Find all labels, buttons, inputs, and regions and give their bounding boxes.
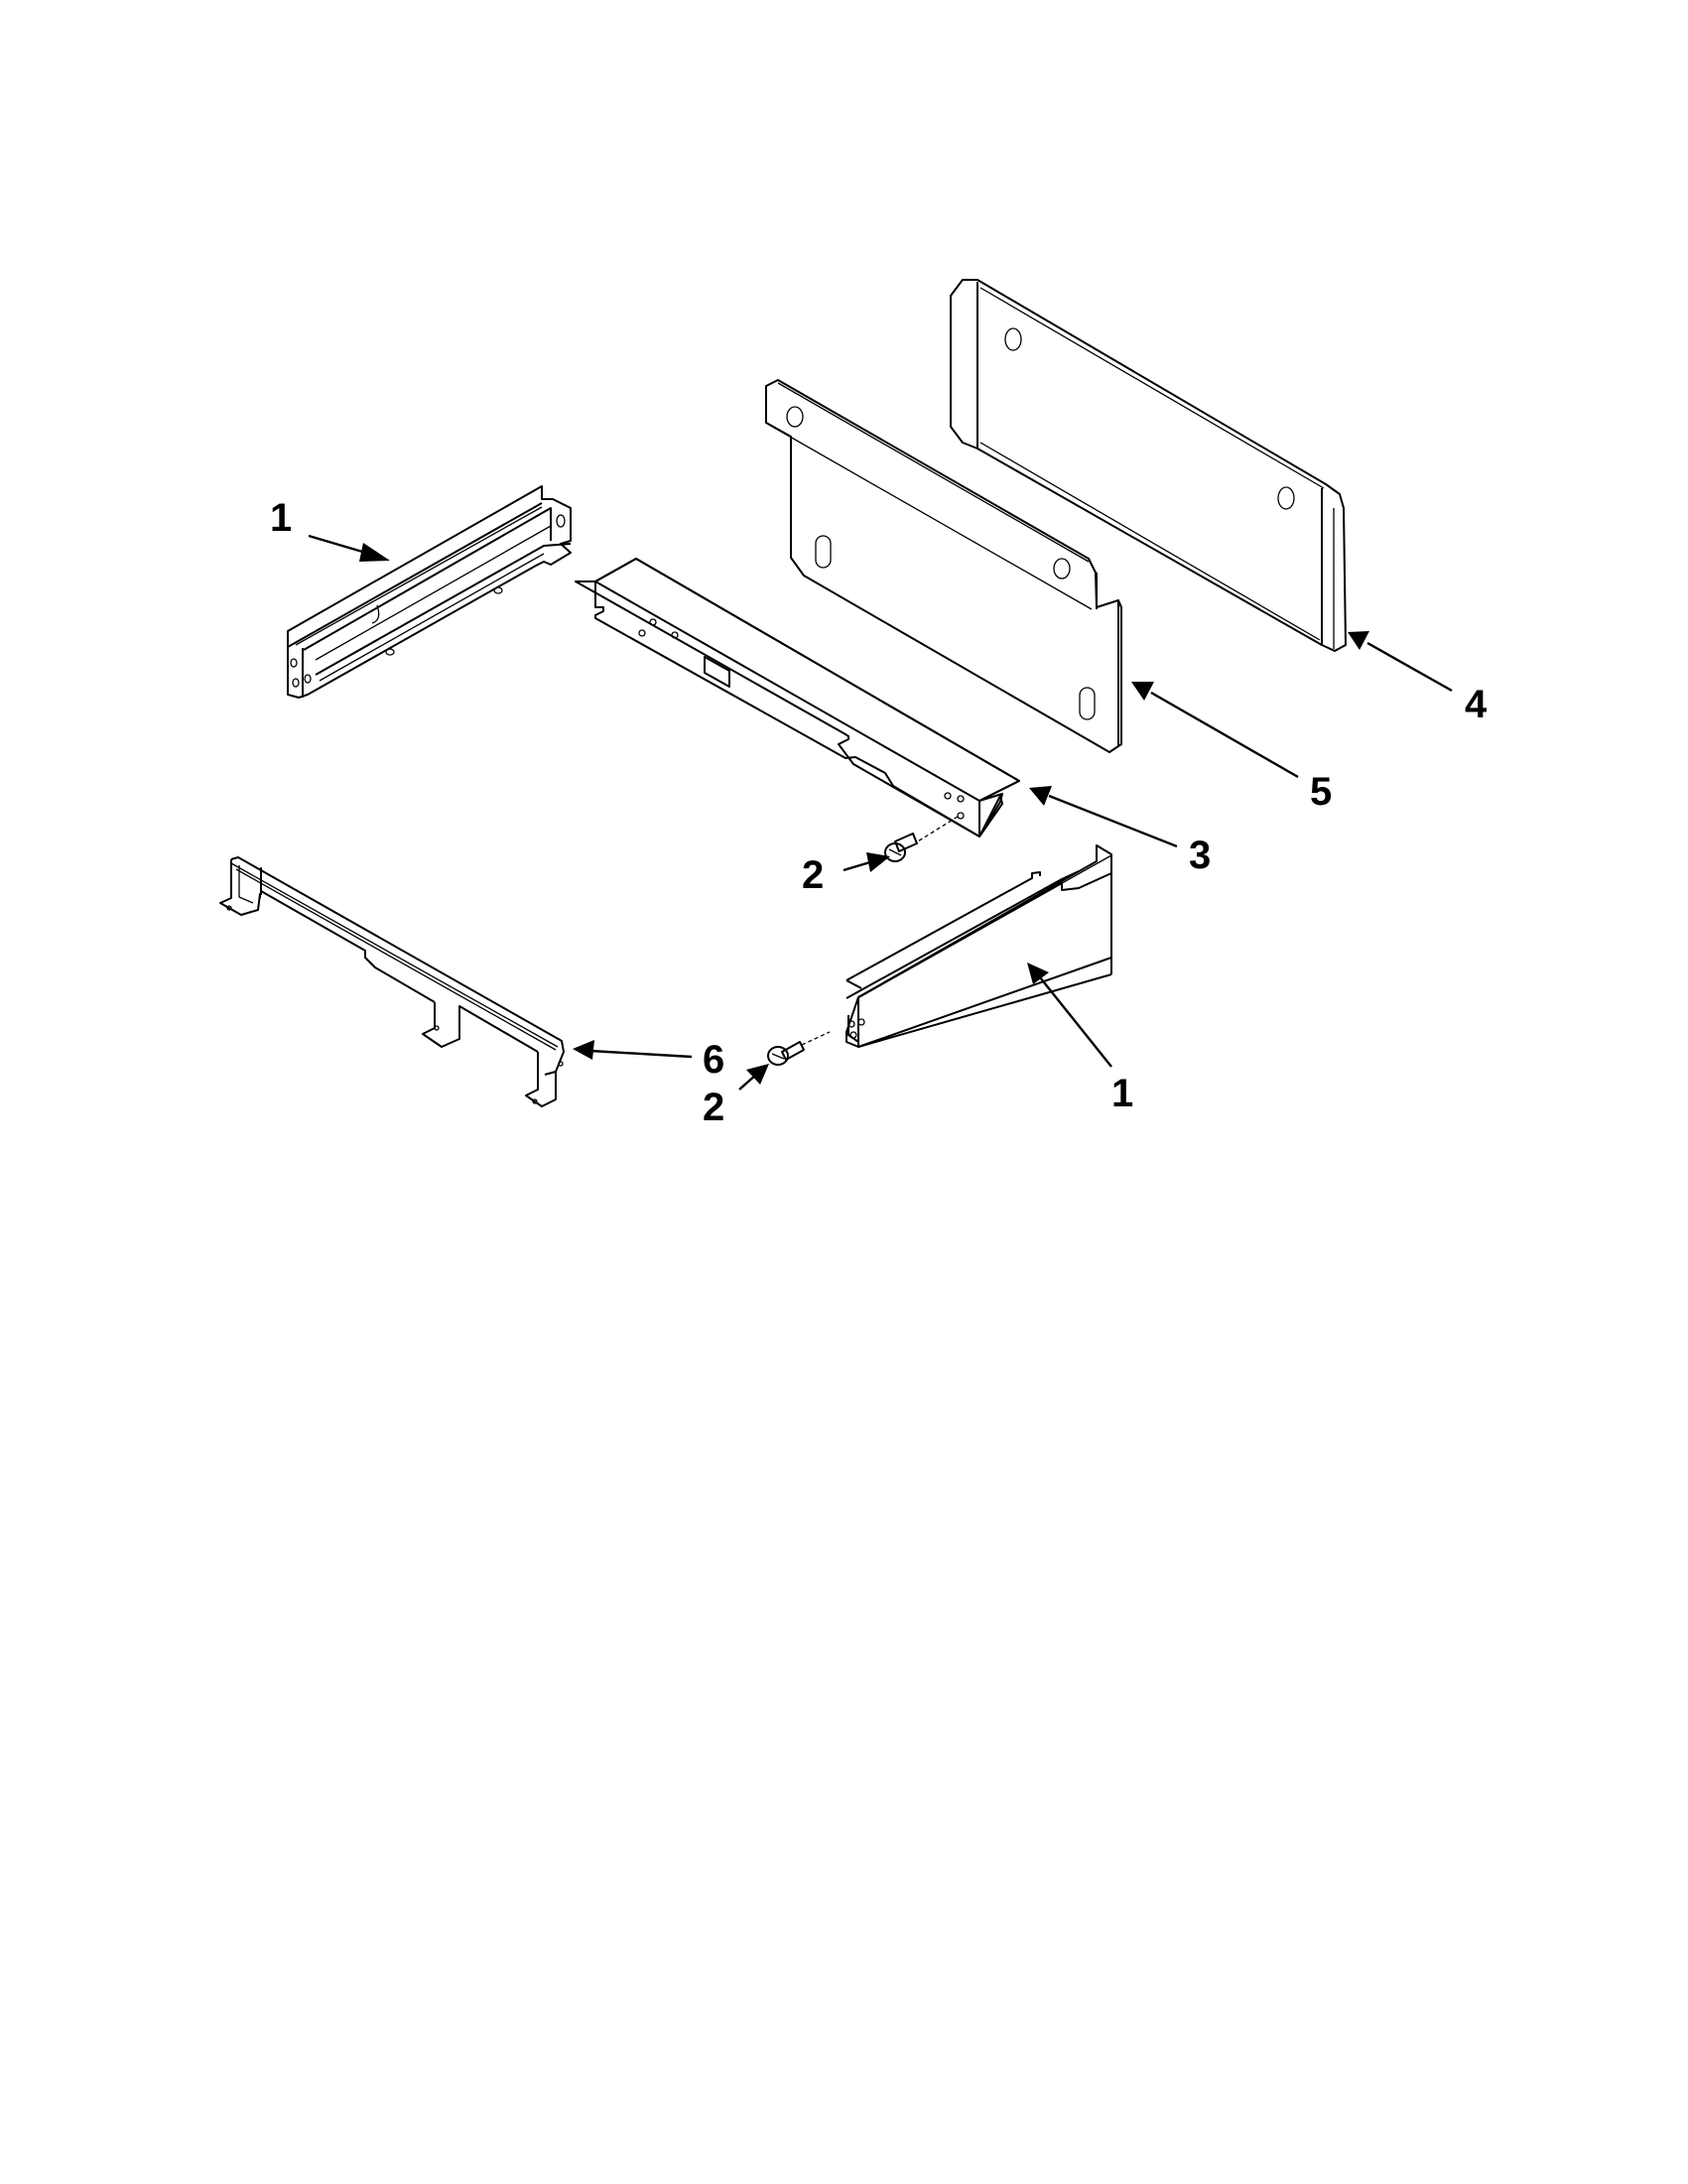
callout-2-upper: 2 xyxy=(802,853,825,897)
part-4-back-panel xyxy=(950,279,1347,652)
part-1-rail-upper-left xyxy=(287,485,572,699)
leader-arrows xyxy=(308,534,1453,1091)
part-2-screw-lower xyxy=(767,1031,831,1066)
callout-1-lower: 1 xyxy=(1111,1072,1134,1115)
callout-2-lower: 2 xyxy=(703,1086,725,1129)
callout-1-upper: 1 xyxy=(270,496,293,540)
callout-6: 6 xyxy=(703,1038,725,1082)
callout-3: 3 xyxy=(1189,834,1212,877)
callout-5: 5 xyxy=(1310,770,1333,814)
part-6-base-frame xyxy=(219,856,565,1107)
callout-4: 4 xyxy=(1465,683,1488,726)
part-2-screw-upper xyxy=(884,816,959,862)
part-5-bracket-plate xyxy=(765,379,1122,753)
part-3-channel-rail xyxy=(575,558,1020,837)
part-1-rail-lower-right xyxy=(845,844,1112,1048)
